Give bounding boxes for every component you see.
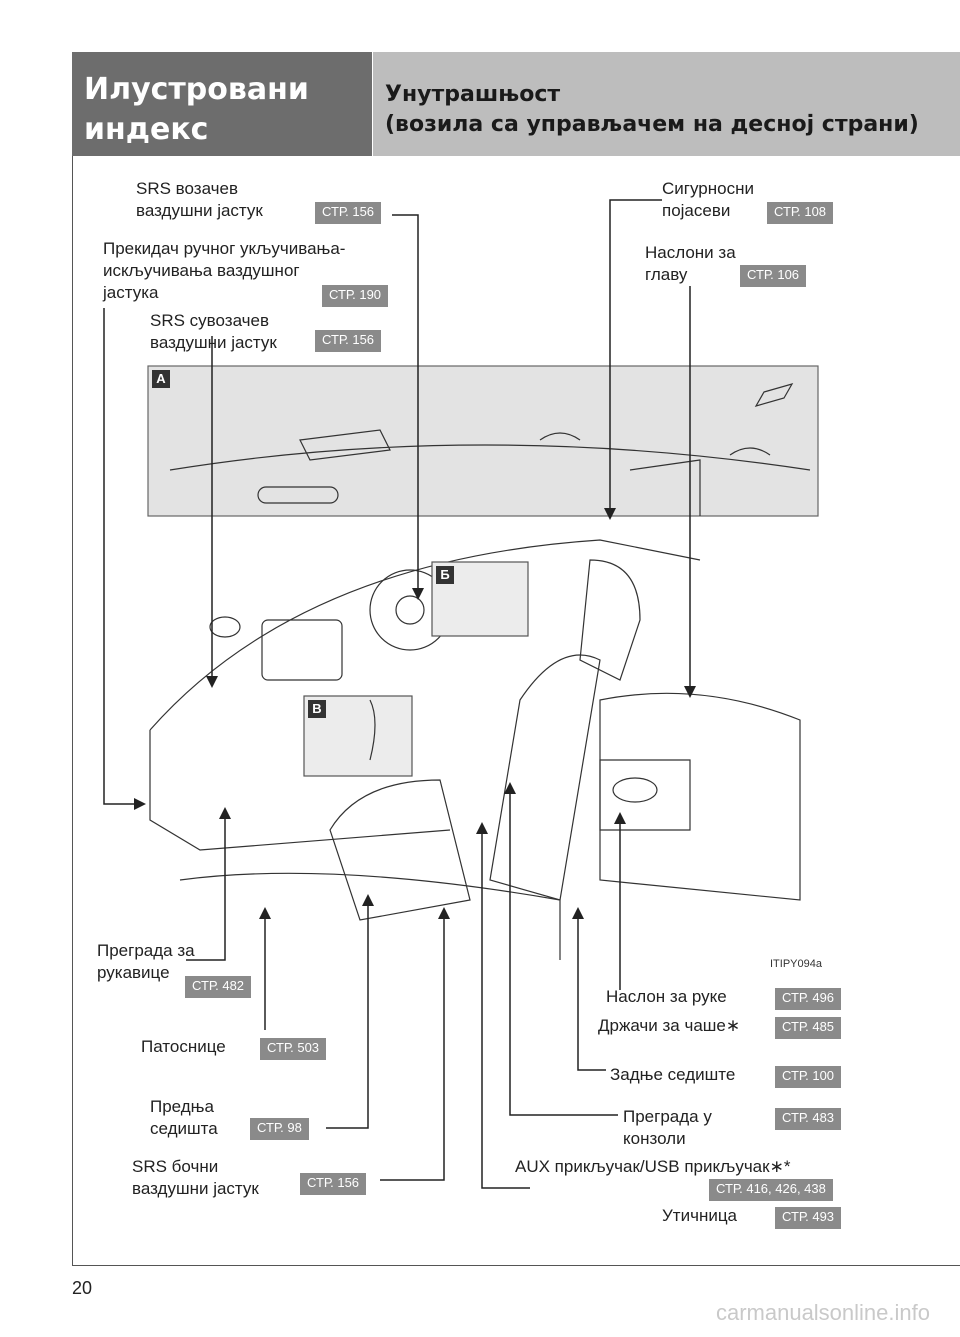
inset-label-a: A <box>152 370 170 388</box>
console-box-page[interactable]: СТР. 483 <box>775 1108 842 1130</box>
leader-glove-box <box>186 815 226 961</box>
section-title-line2: индекс <box>84 112 209 147</box>
aux-usb-label: AUX прикључак/USB прикључак∗* <box>515 1157 791 1176</box>
rear-seat-label: Задње седиште <box>610 1065 736 1084</box>
srs-passenger-label: SRS сувозачев ваздушни јастук <box>150 311 277 352</box>
floor-mats-page[interactable]: СТР. 503 <box>260 1038 327 1060</box>
roof-line <box>169 444 811 471</box>
dashboard-top <box>149 539 701 731</box>
illustration-code: ITIPY094a <box>770 958 822 970</box>
inset-a-panel <box>147 365 819 517</box>
page-title-line2: (возила са управљачем на десној страни) <box>385 112 919 137</box>
overhead-console <box>299 429 391 461</box>
glove-box-page[interactable]: СТР. 482 <box>185 976 252 998</box>
leader-airbag-switch <box>103 308 140 805</box>
section-title-line1: Илустровани <box>84 72 309 107</box>
pillar <box>629 459 701 516</box>
front-seat-right <box>489 654 601 901</box>
srs-side-label: SRS бочни ваздушни јастук <box>132 1157 259 1198</box>
inset-label-v: В <box>308 700 326 718</box>
console-box-label: Преграда у конзоли <box>623 1107 712 1148</box>
power-outlet-page[interactable]: СТР. 493 <box>775 1207 842 1229</box>
rear-seat <box>599 692 801 901</box>
airbag-switch-label: Прекидач ручног укључивања- искључивања … <box>103 239 346 302</box>
leader-srs-side <box>380 915 445 1181</box>
srs-driver-label: SRS возачев ваздушни јастук <box>136 179 263 220</box>
rear-seat-page[interactable]: СТР. 100 <box>775 1066 842 1088</box>
floor-mats-label: Патоснице <box>141 1037 226 1056</box>
watermark: carmanualsonline.info <box>715 1300 930 1325</box>
srs-side-page[interactable]: СТР. 156 <box>300 1173 367 1195</box>
page-heading: Унутрашњост (возила са управљачем на дес… <box>373 52 960 156</box>
seat-belts-label: Сигурносни појасеви <box>662 179 754 220</box>
page-title-line1: Унутрашњост <box>385 82 561 107</box>
grab-handle-left <box>539 432 581 441</box>
page-number: 20 <box>72 1278 93 1298</box>
armrest-label: Наслон за руке <box>606 987 727 1006</box>
srs-driver-page[interactable]: СТР. 156 <box>315 202 382 224</box>
srs-passenger-page[interactable]: СТР. 156 <box>315 330 382 352</box>
rear-view-mirror <box>257 486 339 504</box>
steering-hub <box>395 595 425 625</box>
inset-label-b: Б <box>436 566 454 584</box>
page-frame <box>72 52 960 1266</box>
leader-front-seats <box>326 902 369 1129</box>
leader-srs-driver <box>392 214 419 592</box>
cup-holders-page[interactable]: СТР. 485 <box>775 1017 842 1039</box>
headrest <box>579 559 641 681</box>
front-seats-page[interactable]: СТР. 98 <box>250 1118 309 1140</box>
airbag-switch-page[interactable]: СТР. 190 <box>322 285 389 307</box>
armrest-page[interactable]: СТР. 496 <box>775 988 842 1010</box>
gear-lever <box>369 699 376 761</box>
grab-handle-right <box>729 447 771 456</box>
aux-usb-page[interactable]: СТР. 416, 426, 438 <box>709 1179 833 1201</box>
leader-aux-usb <box>481 830 530 1189</box>
leader-console-box <box>509 790 618 1116</box>
seat-belts-page[interactable]: СТР. 108 <box>767 202 834 224</box>
dome-light <box>754 383 794 407</box>
front-seats-label: Предња седишта <box>150 1097 218 1138</box>
power-outlet-label: Утичница <box>662 1206 738 1225</box>
dashboard-lower <box>149 730 451 851</box>
floor-line <box>179 872 561 960</box>
leader-rear-seat <box>577 915 606 1071</box>
cup-holder <box>612 777 658 803</box>
section-tab: Илустровани индекс <box>72 52 372 156</box>
cup-holders-label: Држачи за чаше∗ <box>598 1016 741 1035</box>
front-seat-left <box>329 779 471 921</box>
head-restraints-page[interactable]: СТР. 106 <box>740 265 807 287</box>
center-vents <box>261 619 343 681</box>
center-console <box>599 759 691 831</box>
glove-box-label: Преграда за рукавице <box>97 941 195 982</box>
head-restraints-label: Наслони за главу <box>645 243 736 284</box>
leader-seat-belts <box>609 199 662 512</box>
speaker <box>209 616 241 638</box>
